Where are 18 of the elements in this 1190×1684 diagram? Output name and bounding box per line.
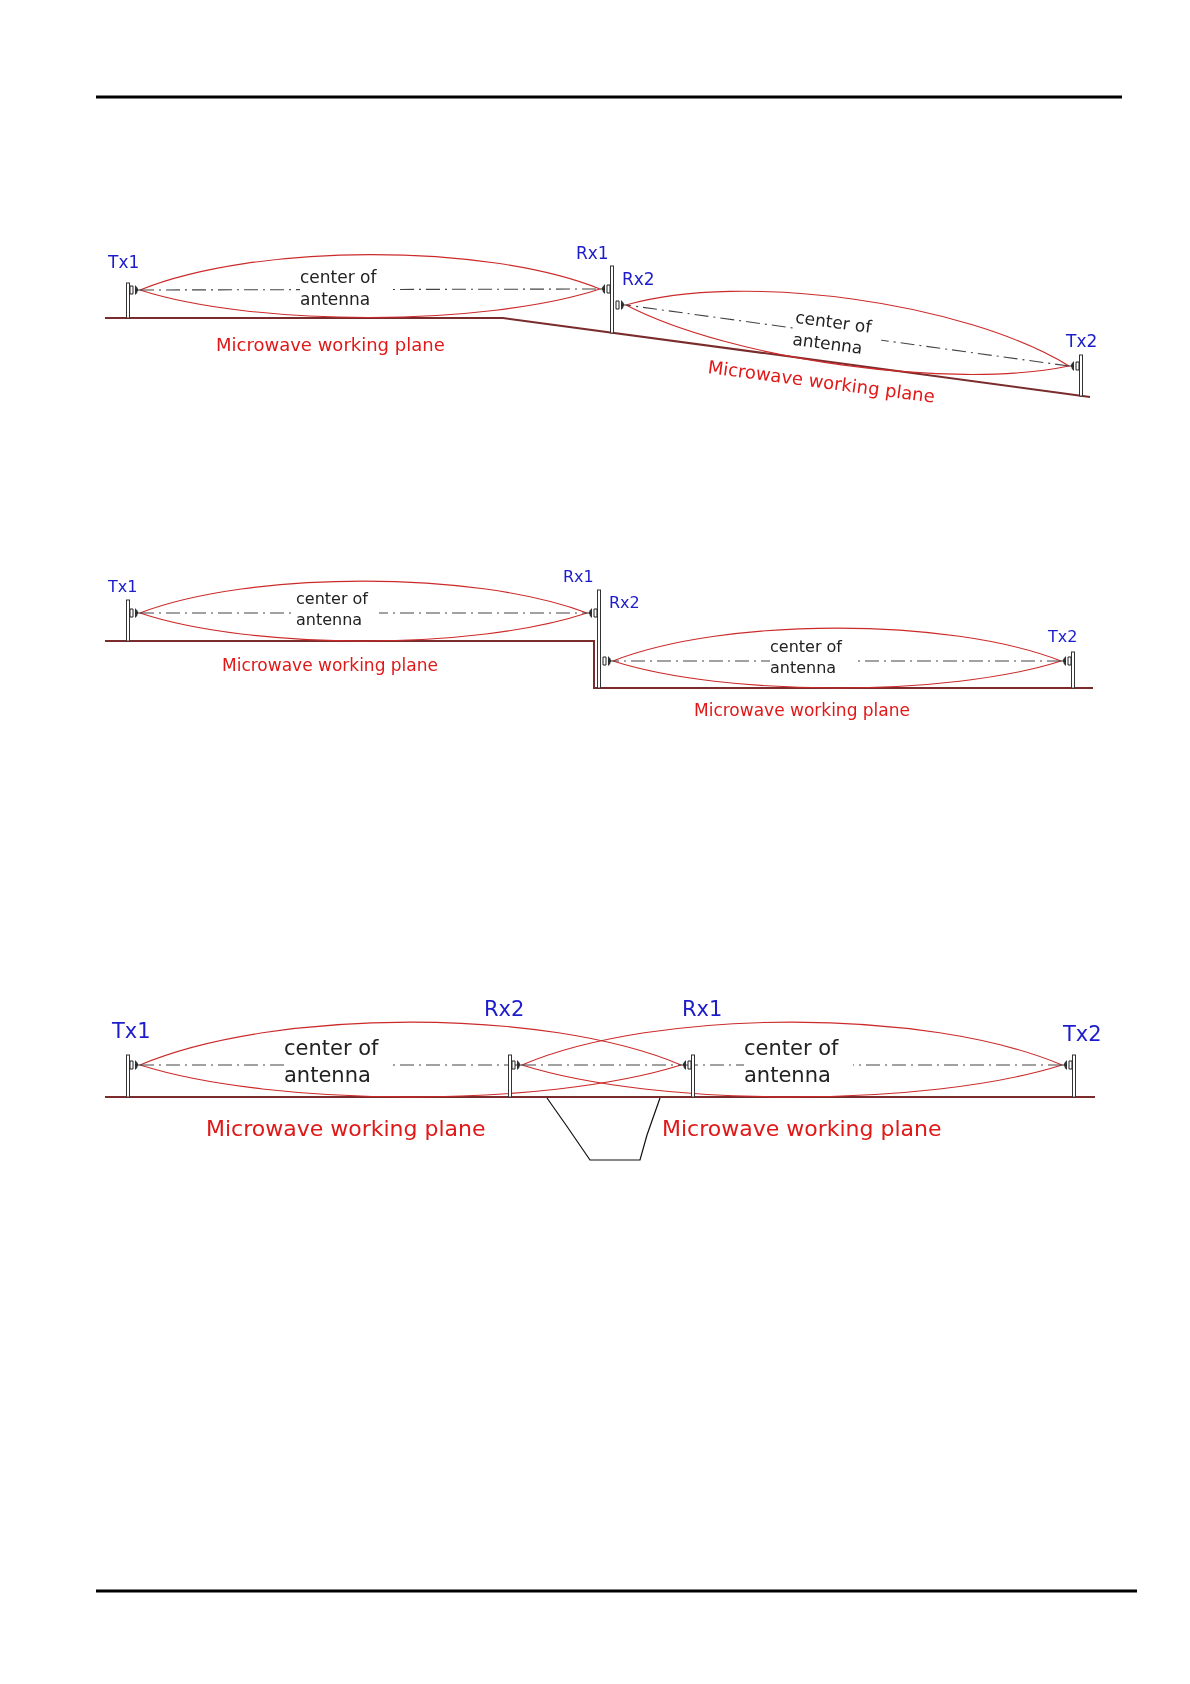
antenna-label: Rx2: [622, 270, 655, 289]
antenna-label: Tx2: [1066, 332, 1098, 351]
antenna-label: Rx1: [682, 998, 723, 1022]
antenna-label: Tx1: [108, 578, 138, 596]
plane-label: Microwave working plane: [222, 654, 438, 675]
antenna-label: Tx1: [112, 1020, 151, 1044]
antenna-label: Tx1: [108, 253, 140, 272]
center-line: [521, 1064, 682, 1066]
antenna-label: Rx1: [576, 244, 609, 263]
antenna-label: Rx2: [609, 594, 640, 612]
antenna-label: Tx2: [1063, 1023, 1102, 1047]
plane-label: Microwave working plane: [662, 1115, 942, 1141]
antenna-label: Tx2: [1048, 628, 1078, 646]
plane-label: Microwave working plane: [206, 1115, 486, 1141]
antenna-label: Rx2: [484, 998, 525, 1022]
antenna-label: Rx1: [563, 568, 594, 586]
plane-label: Microwave working plane: [694, 699, 910, 720]
plane-label: Microwave working plane: [216, 334, 445, 356]
